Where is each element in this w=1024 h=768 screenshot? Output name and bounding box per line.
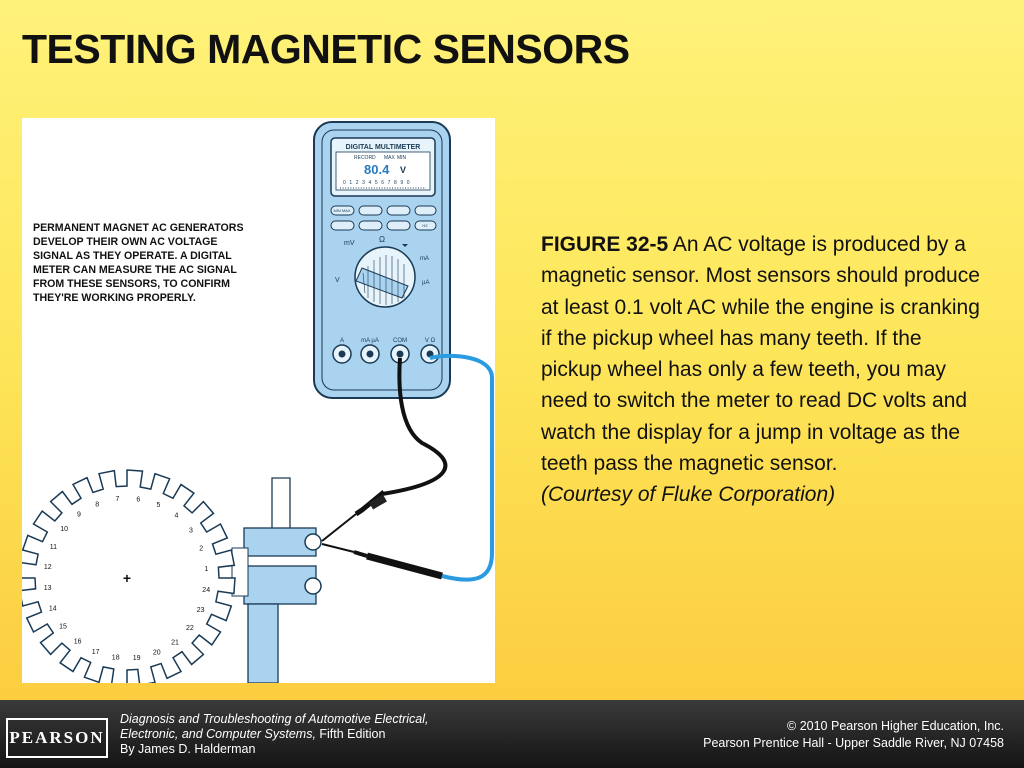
wheel-tooth-number: 8 bbox=[95, 501, 99, 508]
meter-button-label: MIN MAX bbox=[333, 208, 350, 213]
wheel-tooth-number: 21 bbox=[171, 640, 179, 647]
dial-label-ohm: Ω bbox=[379, 235, 385, 244]
book-title-line1: Diagnosis and Troubleshooting of Automot… bbox=[120, 712, 429, 726]
wheel-tooth-number: 11 bbox=[50, 544, 57, 551]
wheel-tooth-number: 1 bbox=[204, 566, 208, 573]
meter-scale: 0 1 2 3 4 5 6 7 8 9 0 bbox=[343, 180, 411, 186]
wheel-tooth-number: 24 bbox=[202, 587, 210, 594]
footer-bar: PEARSON Diagnosis and Troubleshooting of… bbox=[0, 700, 1024, 768]
figure-label: FIGURE 32-5 bbox=[541, 233, 669, 256]
blue-test-lead bbox=[429, 353, 494, 582]
callout-line: THEY'RE WORKING PROPERLY. bbox=[33, 292, 196, 304]
book-edition: Fifth Edition bbox=[315, 727, 386, 741]
copyright-line2: Pearson Prentice Hall - Upper Saddle Riv… bbox=[703, 736, 1004, 750]
jack-label: mA µA bbox=[361, 338, 379, 344]
meter-label: DIGITAL MULTIMETER bbox=[346, 144, 421, 151]
jack-label: V Ω bbox=[425, 338, 436, 344]
input-jacks: A mA µA COM V Ω bbox=[332, 338, 440, 364]
wheel-tooth-number: 16 bbox=[74, 638, 82, 645]
meter-button-label: HZ bbox=[422, 223, 428, 228]
dial-label-ma: mA bbox=[420, 256, 429, 262]
digital-multimeter: DIGITAL MULTIMETER RECORD MAX MIN 80.4 V… bbox=[313, 121, 451, 399]
figure-caption: FIGURE 32-5 An AC voltage is produced by… bbox=[541, 229, 981, 511]
wheel-tooth-number: 6 bbox=[136, 496, 140, 503]
figure-illustration: PERMANENT MAGNET AC GENERATORS DEVELOP T… bbox=[22, 121, 494, 683]
meter-reading: 80.4 bbox=[364, 162, 390, 177]
wheel-tooth-number: 18 bbox=[112, 655, 120, 662]
blue-probe bbox=[321, 543, 443, 580]
jack-label: COM bbox=[393, 338, 407, 344]
book-title-line2: Electronic, and Computer Systems, bbox=[120, 727, 316, 741]
wheel-tooth-number: 23 bbox=[197, 607, 205, 614]
pearson-logo: PEARSON bbox=[6, 718, 108, 758]
callout-line: DEVELOP THEIR OWN AC VOLTAGE bbox=[33, 236, 217, 248]
meter-mode-max: MAX bbox=[384, 155, 396, 161]
caption-text: An AC voltage is produced by a magnetic … bbox=[541, 233, 980, 476]
rotary-dial: mV Ω V mA µA bbox=[335, 235, 429, 308]
diode-icon bbox=[402, 244, 408, 247]
dial-label-mv: mV bbox=[344, 240, 355, 247]
black-test-lead bbox=[381, 357, 448, 496]
callout-line: SIGNAL AS THEY OPERATE. A DIGITAL bbox=[33, 250, 232, 262]
black-probe bbox=[321, 490, 387, 542]
magnetic-sensor bbox=[231, 477, 322, 683]
dial-label-ua: µA bbox=[422, 280, 429, 286]
wheel-tooth-number: 10 bbox=[60, 526, 68, 533]
wheel-tooth-number: 2 bbox=[199, 546, 203, 553]
wheel-tooth-number: 5 bbox=[156, 502, 160, 509]
wheel-tooth-number: 13 bbox=[44, 585, 52, 592]
wheel-tooth-number: 15 bbox=[59, 624, 67, 631]
callout-line: PERMANENT MAGNET AC GENERATORS bbox=[33, 222, 244, 234]
wheel-tooth-number: 4 bbox=[174, 513, 178, 520]
wheel-tooth-number: 9 bbox=[77, 512, 81, 519]
wheel-tooth-number: 17 bbox=[92, 649, 100, 656]
callout-line: METER CAN MEASURE THE AC SIGNAL bbox=[33, 264, 237, 276]
wheel-tooth-number: 7 bbox=[115, 496, 119, 503]
dial-label-v: V bbox=[335, 277, 340, 284]
meter-mode-record: RECORD bbox=[354, 155, 376, 161]
book-info: Diagnosis and Troubleshooting of Automot… bbox=[120, 712, 429, 757]
copyright-line1: © 2010 Pearson Higher Education, Inc. bbox=[787, 719, 1004, 733]
wheel-tooth-number: 22 bbox=[186, 625, 194, 632]
callout-line: FROM THESE SENSORS, TO CONFIRM bbox=[33, 278, 230, 290]
meter-buttons: MIN MAX HZ bbox=[330, 205, 437, 231]
wheel-tooth-number: 20 bbox=[153, 650, 161, 657]
figure-panel: PERMANENT MAGNET AC GENERATORS DEVELOP T… bbox=[22, 118, 495, 683]
wheel-center-mark: + bbox=[123, 570, 131, 586]
slide-title: TESTING MAGNETIC SENSORS bbox=[22, 26, 630, 72]
wheel-tooth-number: 14 bbox=[49, 605, 57, 612]
meter-unit: V bbox=[400, 165, 406, 175]
wheel-tooth-number: 12 bbox=[44, 564, 52, 571]
callout-text: PERMANENT MAGNET AC GENERATORS DEVELOP T… bbox=[33, 222, 246, 304]
book-author: By James D. Halderman bbox=[120, 742, 256, 756]
reluctor-wheel-outline bbox=[22, 469, 236, 683]
copyright: © 2010 Pearson Higher Education, Inc. Pe… bbox=[703, 718, 1004, 752]
wheel-tooth-number: 19 bbox=[133, 655, 141, 662]
wheel-tooth-number: 3 bbox=[189, 528, 193, 535]
meter-mode-min: MIN bbox=[397, 155, 407, 161]
caption-credit: (Courtesy of Fluke Corporation) bbox=[541, 483, 836, 507]
jack-label: A bbox=[340, 338, 344, 344]
